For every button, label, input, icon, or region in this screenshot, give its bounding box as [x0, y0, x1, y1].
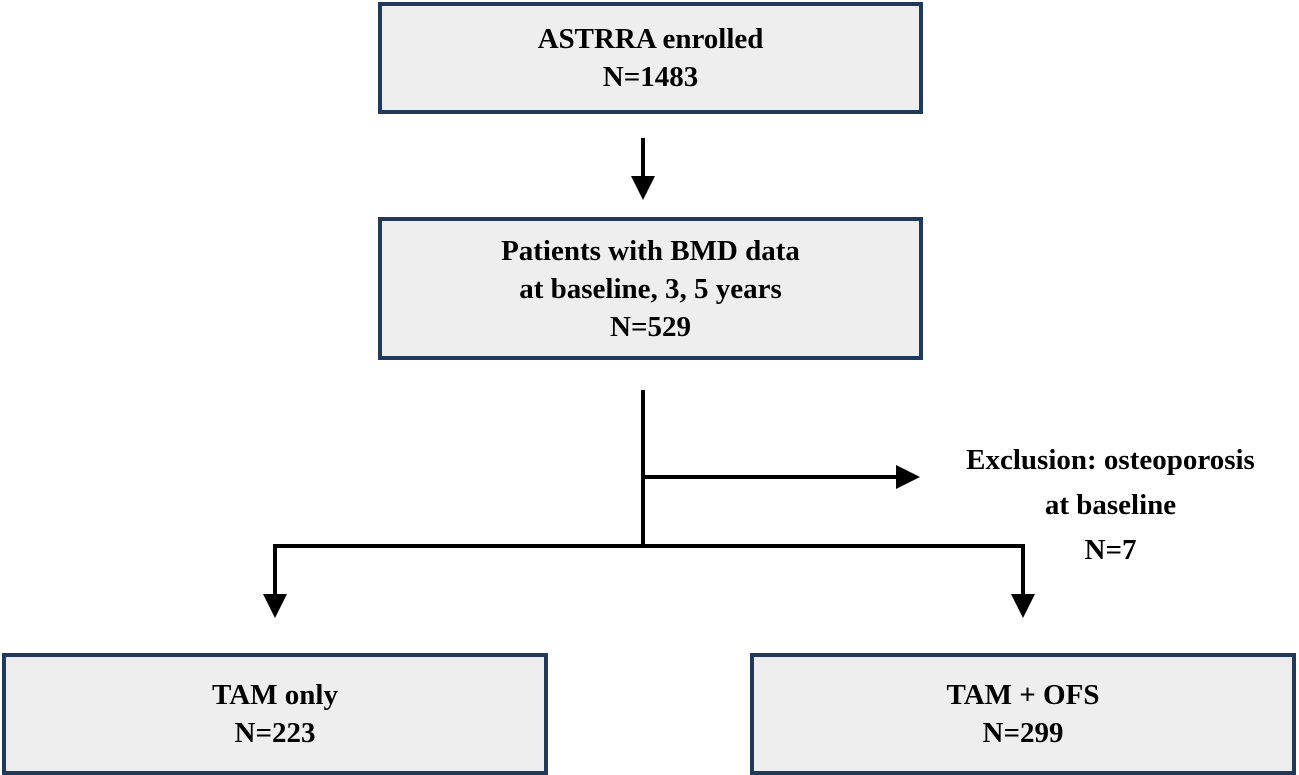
tam-only-box: TAM only N=223 [2, 653, 548, 775]
exclusion-line1: Exclusion: osteoporosis [966, 444, 1255, 476]
bmd-count: N=529 [610, 310, 691, 343]
bmd-line1: Patients with BMD data [501, 234, 800, 267]
exclusion-line2: at baseline [1044, 489, 1177, 521]
enrolled-box: ASTRRA enrolled N=1483 [378, 2, 923, 114]
tam-ofs-count: N=299 [982, 717, 1064, 749]
tam-only-count: N=223 [234, 717, 316, 749]
bmd-box: Patients with BMD data at baseline, 3, 5… [378, 217, 923, 360]
enrolled-title: ASTRRA enrolled [537, 23, 764, 55]
bmd-line2: at baseline, 3, 5 years [519, 272, 782, 305]
tam-ofs-box: TAM + OFS N=299 [750, 653, 1296, 775]
tam-only-title: TAM only [212, 679, 338, 711]
exclusion-label: Exclusion: osteoporosis at baseline N=7 [938, 438, 1283, 573]
exclusion-count: N=7 [1084, 534, 1137, 566]
enrolled-count: N=1483 [602, 61, 699, 93]
tam-ofs-title: TAM + OFS [946, 679, 1100, 711]
